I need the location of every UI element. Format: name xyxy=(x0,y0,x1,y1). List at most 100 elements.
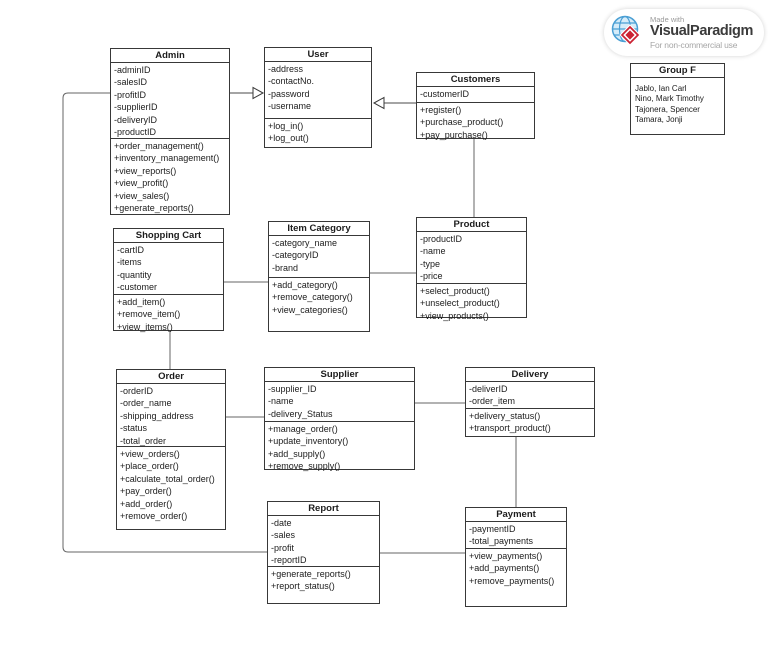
class-title-item-category: Item Category xyxy=(269,222,369,236)
member-row: +add_supply() xyxy=(268,448,326,459)
member-row: -date xyxy=(271,518,292,528)
member-row: -productID xyxy=(420,234,463,244)
member-row: +order_management() xyxy=(114,141,204,151)
member-row: +view_orders() xyxy=(120,449,180,459)
member-row: -categoryID xyxy=(272,250,319,261)
member-row: +unselect_product() xyxy=(420,298,500,309)
vp-diamond-icon xyxy=(619,24,641,46)
visual-paradigm-logo-icon xyxy=(611,15,641,46)
class-methods-delivery: +delivery_status()+transport_product() xyxy=(466,409,594,436)
member-row: -order_name xyxy=(120,398,172,409)
member-row: +view_products() xyxy=(420,310,489,321)
class-title-delivery: Delivery xyxy=(466,368,594,382)
member-row: -name xyxy=(420,246,446,257)
member-row: -total_payments xyxy=(469,536,534,547)
member-row: +log_in() xyxy=(268,121,304,131)
member-row: -category_name xyxy=(272,238,338,248)
visual-paradigm-watermark: Made with VisualParadigm For non-commerc… xyxy=(604,9,764,56)
member-row: -customer xyxy=(117,282,158,293)
class-methods-shopping-cart: +add_item()+remove_item()+view_items() xyxy=(114,295,223,333)
connector-admin-report xyxy=(62,92,267,553)
member-row: +update_inventory() xyxy=(268,436,349,447)
member-row: -supplier_ID xyxy=(268,384,317,394)
member-row: +remove_category() xyxy=(272,292,353,303)
class-methods-customers: +register()+purchase_product()+pay_purch… xyxy=(417,103,534,141)
class-title-order: Order xyxy=(117,370,225,384)
member-row: -customerID xyxy=(420,89,470,99)
class-box-customers: Customers -customerID +register()+purcha… xyxy=(416,72,535,141)
class-methods-supplier: +manage_order() +update_inventory()+add_s… xyxy=(265,422,414,473)
class-attributes-shopping-cart: -cartID-items-quantity-customer xyxy=(114,243,223,295)
member-row: -status xyxy=(120,423,148,434)
member-row: +view_profit() xyxy=(114,178,169,189)
member-row: +generate_reports() xyxy=(114,203,194,214)
member-row: +add_order() xyxy=(120,498,173,509)
member-row: +remove_order() xyxy=(120,511,188,522)
member-row: +view_items() xyxy=(117,321,173,332)
member-row: +view_payments() xyxy=(469,551,543,561)
class-attributes-user: -address-contactNo.-password-username xyxy=(265,62,371,119)
class-box-delivery: Delivery -deliverID-order_item +delivery… xyxy=(465,367,595,437)
member-row: +view_reports() xyxy=(114,165,177,176)
member-row: -paymentID xyxy=(469,524,516,534)
member-row: -deliverID xyxy=(469,384,508,394)
member-row: -password xyxy=(268,88,310,99)
class-attributes-report: -date -sales-profit -reportID xyxy=(268,516,379,567)
class-box-user: User -address-contactNo.-password-userna… xyxy=(264,47,372,148)
generalization-arrowhead-user-right xyxy=(372,96,385,110)
class-methods-product: +select_product() +unselect_product()+vie… xyxy=(417,284,526,322)
member-row: +remove_supply() xyxy=(268,461,341,472)
class-methods-user: +log_in()+log_out() xyxy=(265,119,371,147)
member-row: -adminID xyxy=(114,65,151,75)
member-row: -profit xyxy=(271,542,295,553)
member-row: +view_categories() xyxy=(272,304,348,315)
member-row: +view_sales() xyxy=(114,190,170,201)
member-row: -profitID xyxy=(114,89,147,100)
member-row: Tajonera, Spencer xyxy=(635,104,700,114)
member-row: -cartID xyxy=(117,245,144,255)
member-row: +select_product() xyxy=(420,286,490,296)
member-row: +report_status() xyxy=(271,581,335,592)
member-row: -supplierID xyxy=(114,102,158,113)
member-row: +manage_order() xyxy=(268,424,338,434)
class-box-product: Product -productID-name-type-price +sele… xyxy=(416,217,527,321)
member-row: +add_payments() xyxy=(469,563,540,574)
member-row: -sales xyxy=(271,530,296,541)
class-box-supplier: Supplier -supplier_ID-name-delivery_Stat… xyxy=(264,367,415,473)
class-title-report: Report xyxy=(268,502,379,516)
class-methods-item-category: +add_category()+remove_category()+view_c… xyxy=(269,278,369,331)
made-with-label: Made with xyxy=(650,14,685,24)
member-row: +register() xyxy=(420,105,462,115)
generalization-arrowhead-user-left xyxy=(252,86,265,100)
member-row: -salesID xyxy=(114,77,148,88)
member-row: +place_order() xyxy=(120,461,179,472)
class-methods-report: +generate_reports()+report_status() xyxy=(268,567,379,603)
class-box-payment: Payment -paymentID -total_payments +view_… xyxy=(465,507,567,607)
class-attributes-item-category: -category_name -categoryID-brand xyxy=(269,236,369,278)
class-title-payment: Payment xyxy=(466,508,566,522)
member-row: -shipping_address xyxy=(120,410,194,421)
class-attributes-supplier: -supplier_ID-name-delivery_Status xyxy=(265,382,414,422)
class-attributes-payment: -paymentID -total_payments xyxy=(466,522,566,549)
class-methods-order: +view_orders()+place_order()+calculate_t… xyxy=(117,447,225,529)
member-row: -total_order xyxy=(120,435,167,446)
member-row: -brand xyxy=(272,262,299,273)
class-methods-admin: +order_management()+inventory_management… xyxy=(111,139,229,214)
member-row: -address xyxy=(268,64,304,74)
member-row: +add_item() xyxy=(117,297,166,307)
member-row: +delivery_status() xyxy=(469,411,541,421)
class-title-user: User xyxy=(265,48,371,62)
class-attributes-customers: -customerID xyxy=(417,87,534,103)
class-box-item-category: Item Category -category_name -categoryID-… xyxy=(268,221,370,332)
visual-paradigm-brand: VisualParadigm xyxy=(650,23,753,40)
member-row: -reportID xyxy=(271,555,307,566)
class-box-order: Order -orderID-order_name-shipping_addre… xyxy=(116,369,226,530)
class-title-shopping-cart: Shopping Cart xyxy=(114,229,223,243)
member-row: -productID xyxy=(114,127,157,138)
class-box-shopping-cart: Shopping Cart -cartID-items-quantity-cus… xyxy=(113,228,224,333)
member-row: +pay_order() xyxy=(120,486,172,497)
class-box-report: Report -date -sales-profit -reportID +gene… xyxy=(267,501,380,604)
member-row: -quantity xyxy=(117,269,152,280)
